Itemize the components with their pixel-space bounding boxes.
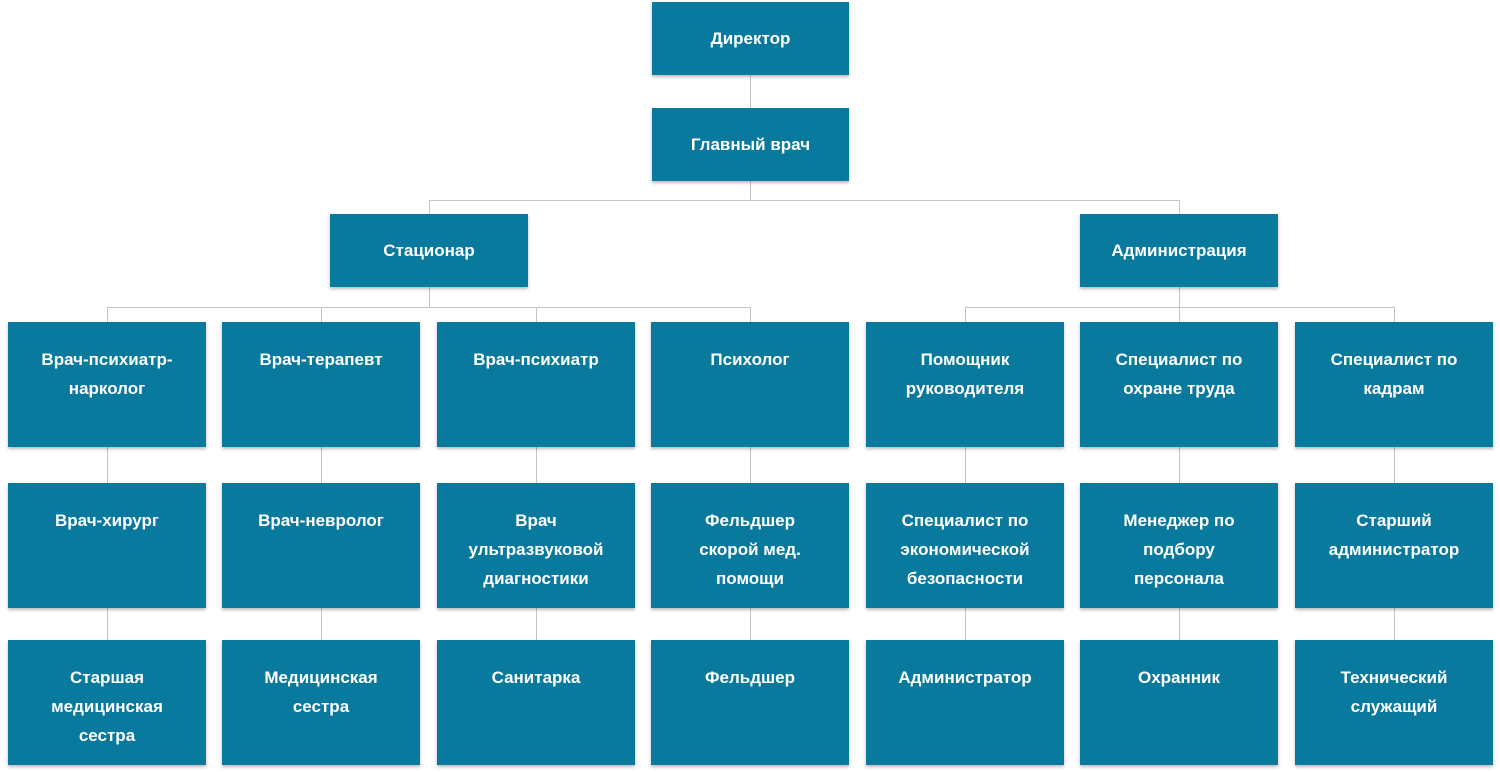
node-security-guard[interactable]: Охранник	[1080, 640, 1278, 765]
node-label: Директор	[710, 29, 791, 48]
node-administrator[interactable]: Администратор	[866, 640, 1064, 765]
node-label: Главный врач	[690, 135, 811, 154]
node-label: Специалист по кадрам	[1330, 350, 1458, 398]
node-surgeon[interactable]: Врач-хирург	[8, 483, 206, 608]
node-economic-security-specialist[interactable]: Специалист по экономической безопасности	[866, 483, 1064, 608]
node-label: Стационар	[383, 241, 475, 260]
node-psychiatrist[interactable]: Врач-психиатр	[437, 322, 635, 447]
node-label: Медицинская сестра	[264, 668, 378, 716]
node-label: Фельдшер скорой мед. помощи	[699, 511, 801, 588]
node-label: Специалист по экономической безопасности	[900, 511, 1030, 588]
node-technical-worker[interactable]: Технический служащий	[1295, 640, 1493, 765]
node-chief-physician[interactable]: Главный врач	[652, 108, 849, 181]
node-labor-safety-specialist[interactable]: Специалист по охране труда	[1080, 322, 1278, 447]
node-label: Санитарка	[491, 668, 581, 687]
node-administration[interactable]: Администрация	[1080, 214, 1278, 287]
node-label: Старшая медицинская сестра	[51, 668, 163, 745]
node-psychologist[interactable]: Психолог	[651, 322, 849, 447]
node-label: Психолог	[710, 350, 790, 369]
node-label: Охранник	[1137, 668, 1220, 687]
node-label: Помощник руководителя	[905, 350, 1025, 398]
node-label: Специалист по охране труда	[1115, 350, 1243, 398]
node-senior-administrator[interactable]: Старший администратор	[1295, 483, 1493, 608]
node-ambulance-paramedic[interactable]: Фельдшер скорой мед. помощи	[651, 483, 849, 608]
node-label: Администратор	[898, 668, 1032, 687]
node-label: Врач ультразвуковой диагностики	[468, 511, 604, 588]
node-executive-assistant[interactable]: Помощник руководителя	[866, 322, 1064, 447]
node-therapist[interactable]: Врач-терапевт	[222, 322, 420, 447]
node-psychiatrist-narcologist[interactable]: Врач-психиатр-нарколог	[8, 322, 206, 447]
node-label: Врач-невролог	[258, 511, 384, 530]
node-label: Врач-хирург	[55, 511, 159, 530]
node-hr-specialist[interactable]: Специалист по кадрам	[1295, 322, 1493, 447]
node-ultrasound-doctor[interactable]: Врач ультразвуковой диагностики	[437, 483, 635, 608]
node-label: Старший администратор	[1328, 511, 1460, 559]
node-inpatient-department[interactable]: Стационар	[330, 214, 528, 287]
node-nurse[interactable]: Медицинская сестра	[222, 640, 420, 765]
node-label: Врач-психиатр-нарколог	[41, 350, 173, 398]
node-head-nurse[interactable]: Старшая медицинская сестра	[8, 640, 206, 765]
node-label: Врач-психиатр	[473, 350, 599, 369]
node-orderly[interactable]: Санитарка	[437, 640, 635, 765]
node-recruiting-manager[interactable]: Менеджер по подбору персонала	[1080, 483, 1278, 608]
node-label: Фельдшер	[704, 668, 795, 687]
node-director[interactable]: Директор	[652, 2, 849, 75]
node-neurologist[interactable]: Врач-невролог	[222, 483, 420, 608]
node-paramedic[interactable]: Фельдшер	[651, 640, 849, 765]
node-label: Технический служащий	[1340, 668, 1448, 716]
node-label: Врач-терапевт	[259, 350, 383, 369]
node-label: Менеджер по подбору персонала	[1123, 511, 1235, 588]
node-label: Администрация	[1111, 241, 1247, 260]
